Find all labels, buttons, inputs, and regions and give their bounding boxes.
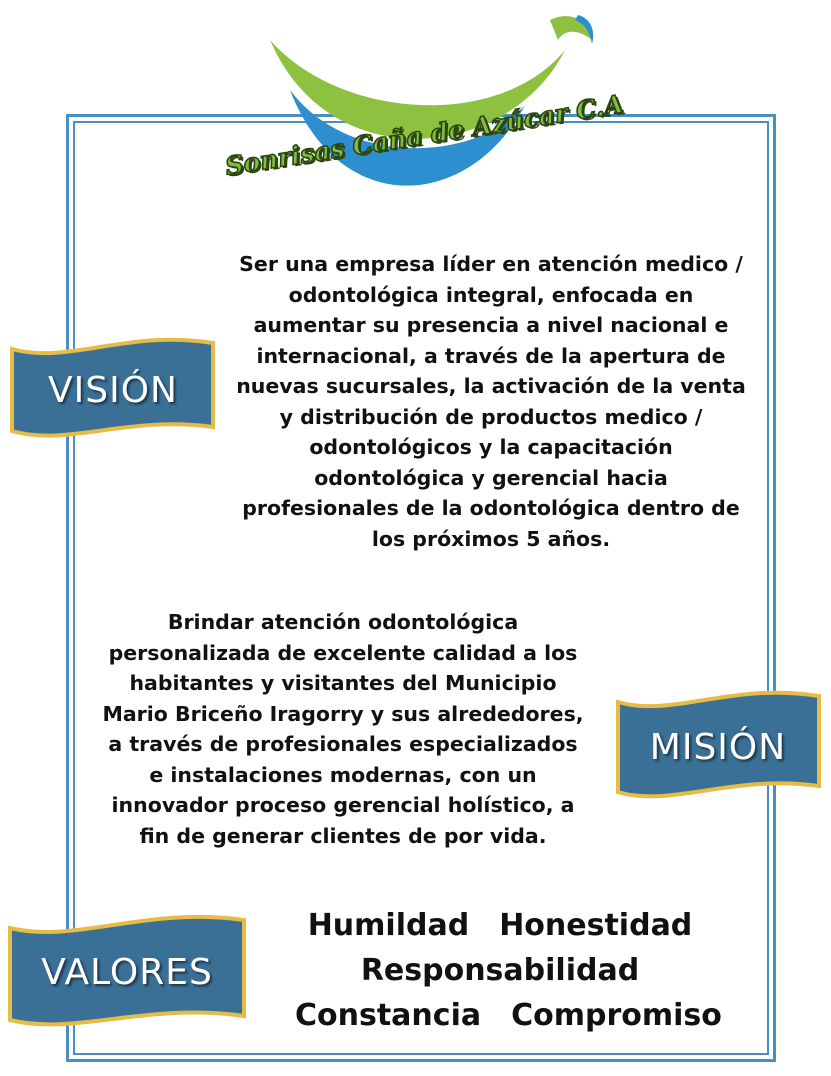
logo-leaf-blue bbox=[575, 15, 594, 44]
mision-line: innovador proceso gerencial holístico, a bbox=[111, 793, 575, 817]
vision-line: aumentar su presencia a nivel nacional e bbox=[253, 313, 729, 337]
vision-line: nuevas sucursales, la activación de la v… bbox=[236, 374, 746, 398]
mision-line: Mario Briceño Iragorry y sus alrededores… bbox=[102, 701, 584, 726]
vision-line: Ser una empresa líder en atención medico… bbox=[239, 252, 743, 276]
valor-item: Compromiso bbox=[511, 998, 722, 1033]
vision-line: odontológica y gerencial hacia bbox=[314, 465, 668, 490]
vision-line: odontológica integral, enfocada en bbox=[288, 282, 694, 307]
vision-line: y distribución de productos medico / bbox=[279, 404, 703, 429]
vision-line: internacional, a través de la apertura d… bbox=[256, 343, 726, 368]
banner-ribbon-shape bbox=[10, 337, 215, 438]
logo-blue-crescent bbox=[290, 90, 525, 186]
mision-line: habitantes y visitantes del Municipio bbox=[129, 671, 557, 695]
vision-text: Ser una empresa líder en atención medico… bbox=[218, 249, 764, 554]
banner-ribbon-shape bbox=[616, 690, 821, 799]
company-logo bbox=[270, 15, 594, 186]
banner-ribbon-shape bbox=[8, 914, 246, 1027]
vision-banner: VISIÓN bbox=[8, 335, 218, 445]
vision-label: VISIÓN bbox=[48, 369, 178, 411]
mision-banner: MISIÓN bbox=[612, 688, 824, 806]
mision-label: MISIÓN bbox=[649, 726, 787, 768]
valores-banner: VALORES bbox=[6, 912, 248, 1032]
valor-item: Honestidad bbox=[499, 908, 693, 943]
valor-item: Constancia bbox=[295, 998, 482, 1033]
vision-line: los próximos 5 años. bbox=[371, 526, 611, 551]
vision-line: profesionales de la odontológica dentro … bbox=[242, 496, 740, 520]
mision-line: personalizada de excelente calidad a los bbox=[108, 640, 578, 665]
valores-row: Constancia Compromiso bbox=[280, 993, 722, 1038]
valores-list: Humildad Honestidad Responsabilidad Const… bbox=[280, 903, 722, 1038]
logo-green-crescent bbox=[270, 40, 565, 139]
valor-item: Humildad bbox=[307, 908, 470, 943]
vision-line: odontológicos y la capacitación bbox=[309, 435, 673, 459]
mision-line: a través de profesionales especializados bbox=[108, 732, 578, 756]
valor-item: Responsabilidad bbox=[360, 953, 640, 988]
mision-line: Brindar atención odontológica bbox=[167, 610, 519, 634]
valores-row: Humildad Honestidad bbox=[280, 903, 720, 948]
valores-row: Responsabilidad bbox=[280, 948, 720, 993]
valores-label: VALORES bbox=[41, 951, 213, 993]
mision-text: Brindar atención odontológica personaliz… bbox=[88, 607, 598, 851]
mision-line: e instalaciones modernas, con un bbox=[149, 762, 537, 787]
mision-line: fin de generar clientes de por vida. bbox=[139, 823, 547, 848]
